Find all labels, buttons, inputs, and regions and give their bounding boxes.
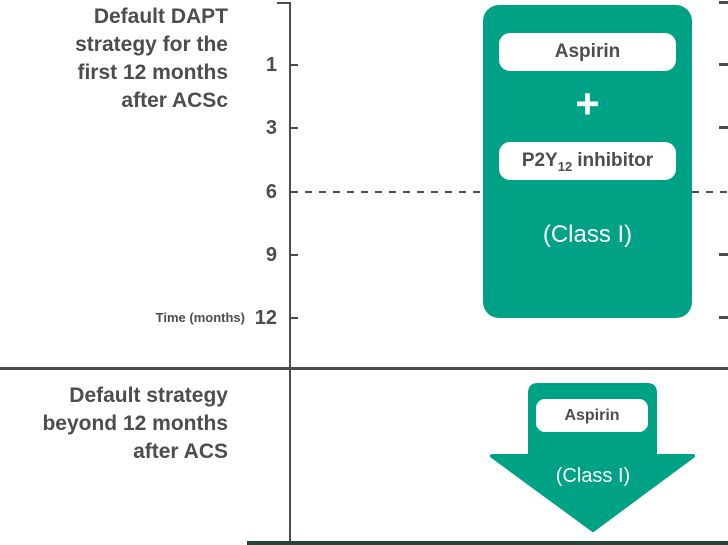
axis-tick-month-1: [291, 64, 298, 66]
bottom-title-line-1: Default strategy: [69, 384, 228, 407]
month-label-3: 3: [265, 117, 277, 139]
right-edge-tick-month-1: [719, 63, 728, 66]
aspirin-pill: Aspirin: [499, 33, 676, 71]
top-title-line-2: strategy for the: [75, 33, 228, 56]
right-edge-tick-month-3: [719, 126, 728, 129]
month-label-9: 9: [265, 244, 277, 266]
p2y12-base-text: P2Y: [521, 150, 558, 171]
card-class-label: (Class I): [542, 221, 633, 248]
bottom-section-title: Default strategy beyond 12 months after …: [8, 382, 228, 466]
axis-tick-month-9: [291, 254, 298, 256]
plus-sign: +: [575, 80, 600, 127]
six-month-dashed-line-left: [291, 191, 483, 193]
p2y12-inhibitor-text: inhibitor: [577, 150, 654, 171]
bottom-title-line-2: beyond 12 months: [42, 412, 228, 435]
top-title-line-1: Default DAPT: [93, 5, 228, 28]
month-label-12: 12: [254, 307, 277, 329]
p2y12-subscript: 12: [557, 158, 573, 174]
top-section-title: Default DAPT strategy for the first 12 m…: [8, 3, 228, 115]
arrow-aspirin-pill: Aspirin: [536, 399, 648, 432]
top-title-line-3: first 12 months: [77, 61, 228, 84]
month-label-1: 1: [265, 54, 277, 76]
month-label-6: 6: [265, 181, 277, 203]
section-divider-line: [0, 367, 728, 370]
right-edge-tick-month-12: [719, 316, 728, 319]
timeline-axis: [289, 2, 291, 545]
right-edge-tick-month-9: [719, 253, 728, 256]
time-axis-label: Time (months): [155, 310, 245, 325]
bottom-title-line-3: after ACS: [133, 440, 228, 463]
six-month-dashed-line-right: [692, 191, 728, 193]
top-title-line-4: after ACSc: [121, 89, 228, 112]
axis-tick-month-3: [291, 127, 298, 129]
bottom-dark-strip: [247, 541, 728, 545]
right-edge-tick-top: [719, 1, 728, 4]
timeline-axis-top-cap: [277, 2, 290, 4]
axis-tick-month-12: [291, 317, 298, 319]
arrow-class-label: (Class I): [555, 465, 631, 487]
